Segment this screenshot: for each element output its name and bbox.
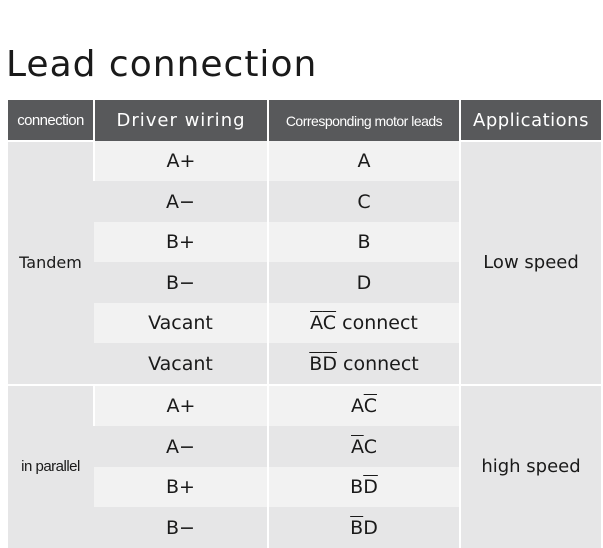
driver-wiring-cell: A−	[94, 426, 268, 467]
table-row: A− C	[8, 181, 601, 222]
lead-label: D	[356, 271, 372, 294]
driver-wiring-cell: A+	[93, 383, 268, 427]
motor-leads-cell: AC	[267, 383, 460, 427]
motor-leads-cell: BD	[267, 466, 460, 508]
group-connection-cell: Tandem	[8, 140, 94, 385]
lead-label: A	[351, 395, 364, 418]
table-row: B−BD	[8, 507, 601, 548]
table-row: B− D	[8, 262, 601, 303]
motor-leads-cell: C	[267, 181, 460, 222]
table-row: B+ B	[8, 221, 601, 263]
overlined-lead-label: C	[363, 395, 377, 418]
table-header-row: connection Driver wiring Corresponding m…	[8, 100, 601, 141]
driver-wiring-cell: Vacant	[94, 302, 268, 344]
driver-wiring-cell: B+	[94, 466, 268, 508]
motor-leads-cell: AC connect	[267, 302, 460, 344]
lead-label: B	[350, 476, 364, 499]
motor-leads-cell: BD connect	[267, 343, 460, 385]
lead-connection-table: connection Driver wiring Corresponding m…	[8, 100, 601, 548]
overlined-lead-label: D	[363, 476, 378, 499]
header-connection: connection	[8, 100, 94, 141]
lead-label: B	[357, 231, 371, 254]
header-driver-wiring: Driver wiring	[93, 100, 268, 141]
motor-leads-cell: D	[267, 262, 460, 303]
group-application-cell: Low speed	[459, 140, 601, 385]
overlined-lead-label: A	[310, 312, 323, 335]
lead-label: D	[363, 516, 378, 539]
motor-leads-cell: A	[267, 141, 460, 182]
group-application-cell: high speed	[459, 383, 601, 548]
table-row: B+BD	[8, 466, 601, 508]
overlined-lead-label: D	[322, 352, 337, 375]
motor-leads-cell: AC	[267, 426, 460, 467]
driver-wiring-cell: Vacant	[94, 343, 268, 385]
group-connection-cell: in parallel	[8, 383, 94, 548]
driver-wiring-cell: A+	[93, 141, 268, 182]
lead-label: connect	[336, 312, 418, 335]
lead-label: C	[363, 435, 377, 458]
header-motor-leads: Corresponding motor leads	[267, 100, 460, 141]
page-title: Lead connection	[6, 44, 318, 85]
table-row: A−AC	[8, 426, 601, 467]
motor-leads-cell: BD	[267, 507, 460, 548]
lead-label: C	[357, 190, 371, 213]
motor-leads-cell: B	[267, 221, 460, 263]
overlined-lead-label: C	[322, 312, 337, 335]
overlined-lead-label: B	[350, 516, 364, 539]
lead-label: connect	[336, 352, 419, 375]
lead-label: A	[357, 150, 371, 173]
driver-wiring-cell: B−	[94, 262, 268, 303]
overlined-lead-label: A	[351, 435, 364, 458]
header-applications: Applications	[459, 100, 601, 141]
driver-wiring-cell: B−	[94, 507, 268, 548]
driver-wiring-cell: B+	[94, 221, 268, 263]
overlined-lead-label: B	[309, 352, 323, 375]
driver-wiring-cell: A−	[94, 181, 268, 222]
